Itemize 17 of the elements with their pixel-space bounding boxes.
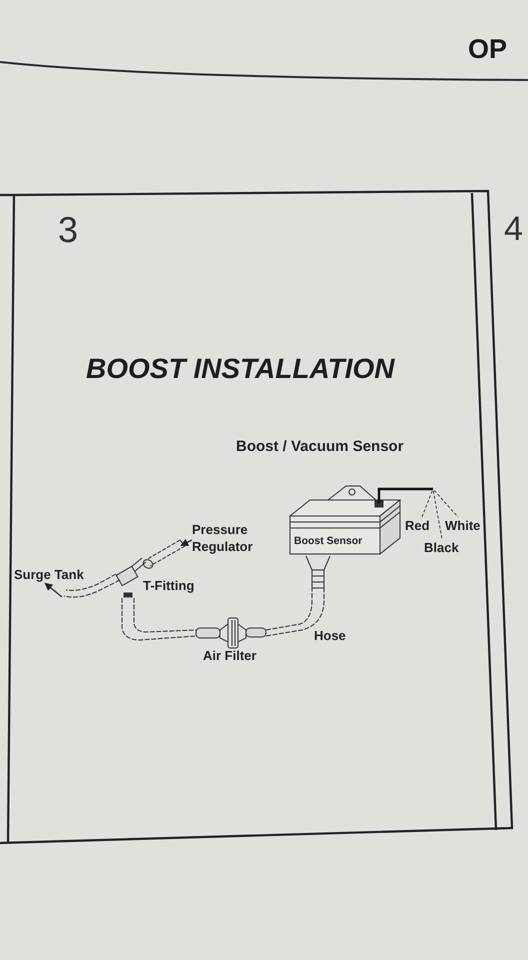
- part-label: OP: [468, 36, 508, 63]
- part-label: Surge Tank: [14, 566, 102, 584]
- part-label: Pressure Regulator: [192, 521, 270, 557]
- step-number: 4: [504, 212, 523, 246]
- part-label: Red: [405, 517, 439, 534]
- part-label: Boost / Vacuum Sensor: [236, 439, 404, 454]
- part-label: Hose: [314, 629, 346, 642]
- step-number: 3: [58, 212, 78, 248]
- arrow: [44, 582, 62, 598]
- part-label: White: [445, 517, 491, 534]
- part-label: T-Fitting: [143, 579, 194, 592]
- wire: [378, 488, 433, 503]
- part-label: Black: [424, 539, 468, 556]
- title: BOOST INSTALLATION: [86, 352, 394, 386]
- part-label: Air Filter: [203, 649, 256, 662]
- sensor-label: Boost Sensor: [294, 536, 362, 546]
- arrow: [180, 538, 192, 546]
